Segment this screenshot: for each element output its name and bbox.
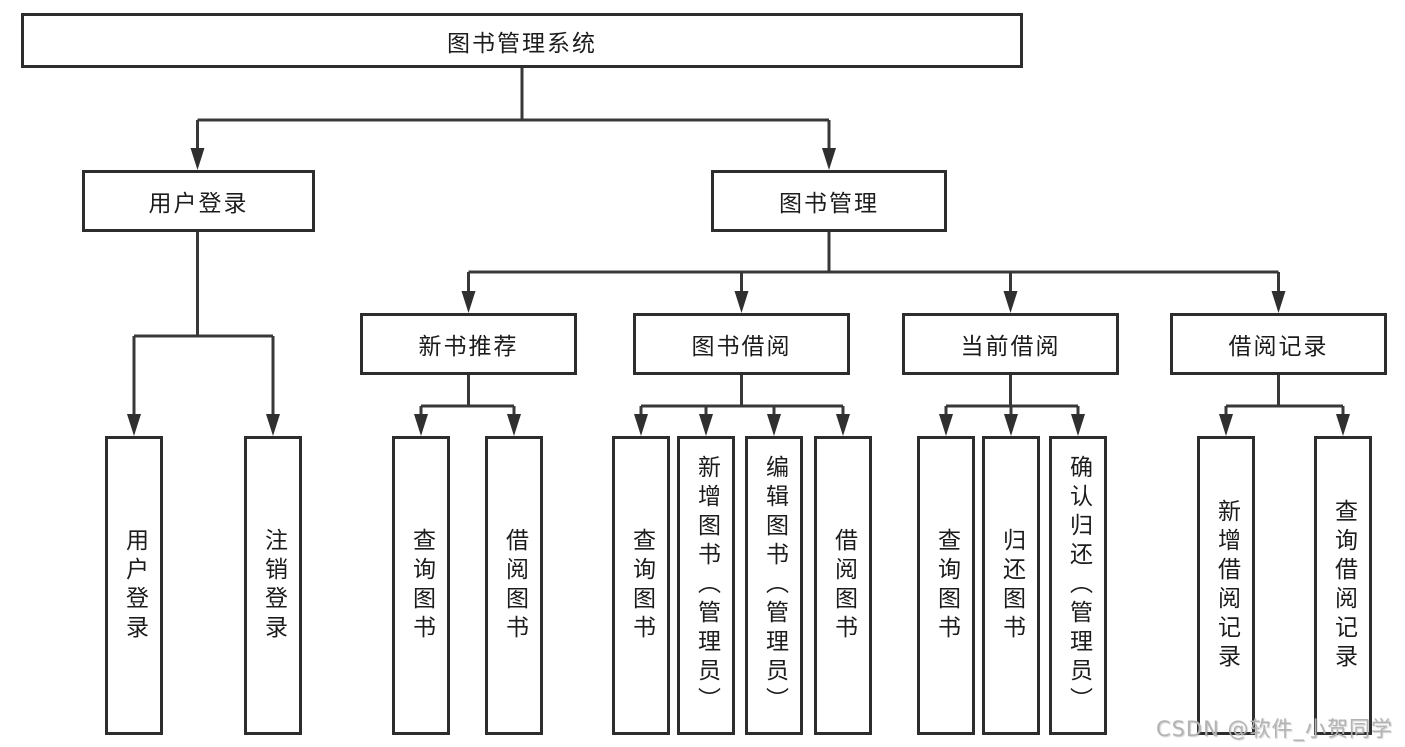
leaf-label: 查询图书 [628,527,655,644]
leaf-label: 借阅图书 [830,527,857,644]
connector-new-book-to-leaves [414,375,521,436]
leaf-label: 查询图书 [408,527,435,644]
leaf-add-borrow-record: 新增借阅记录 [1197,436,1255,735]
node-book-borrow: 图书借阅 [633,313,850,375]
connector-book-borrow-to-leaves [634,375,850,436]
node-borrow-records: 借阅记录 [1170,313,1387,375]
leaf-label: 编辑图书（管理员） [761,455,788,716]
connector-current-borrow-to-leaves [939,375,1085,436]
leaf-query-book-borrow: 查询图书 [612,436,670,735]
leaf-borrow-book-recommend: 借阅图书 [485,436,543,735]
leaf-label: 新增图书（管理员） [693,455,720,716]
connector-book-mgmt-to-sections [461,232,1286,313]
leaf-query-book-current: 查询图书 [917,436,975,735]
leaf-borrow-book: 借阅图书 [814,436,872,735]
csdn-watermark: CSDN @软件_小贺同学 [1155,717,1393,741]
node-new-book-recommend: 新书推荐 [360,313,577,375]
leaf-label: 查询图书 [933,527,960,644]
leaf-user-login: 用户登录 [105,436,163,735]
leaf-query-book-recommend: 查询图书 [392,436,450,735]
leaf-label: 注销登录 [260,527,287,644]
connector-user-login-to-leaves [127,232,280,436]
node-user-login-branch: 用户登录 [82,170,315,232]
leaf-return-book: 归还图书 [982,436,1040,735]
leaf-logout: 注销登录 [244,436,302,735]
node-root-system: 图书管理系统 [21,13,1023,68]
leaf-label: 借阅图书 [501,527,528,644]
leaf-label: 确认归还（管理员） [1065,455,1092,716]
leaf-label: 用户登录 [121,527,148,644]
leaf-edit-book-admin: 编辑图书（管理员） [745,436,803,735]
leaf-label: 归还图书 [998,527,1025,644]
leaf-label: 查询借阅记录 [1330,498,1357,673]
leaf-confirm-return-admin: 确认归还（管理员） [1049,436,1107,735]
node-book-management-branch: 图书管理 [711,170,947,232]
connector-borrow-records-to-leaves [1219,375,1350,436]
leaf-add-book-admin: 新增图书（管理员） [677,436,735,735]
leaf-query-borrow-record: 查询借阅记录 [1314,436,1372,735]
node-current-borrow: 当前借阅 [902,313,1119,375]
connector-root-to-branches [190,68,836,170]
leaf-label: 新增借阅记录 [1213,498,1240,673]
